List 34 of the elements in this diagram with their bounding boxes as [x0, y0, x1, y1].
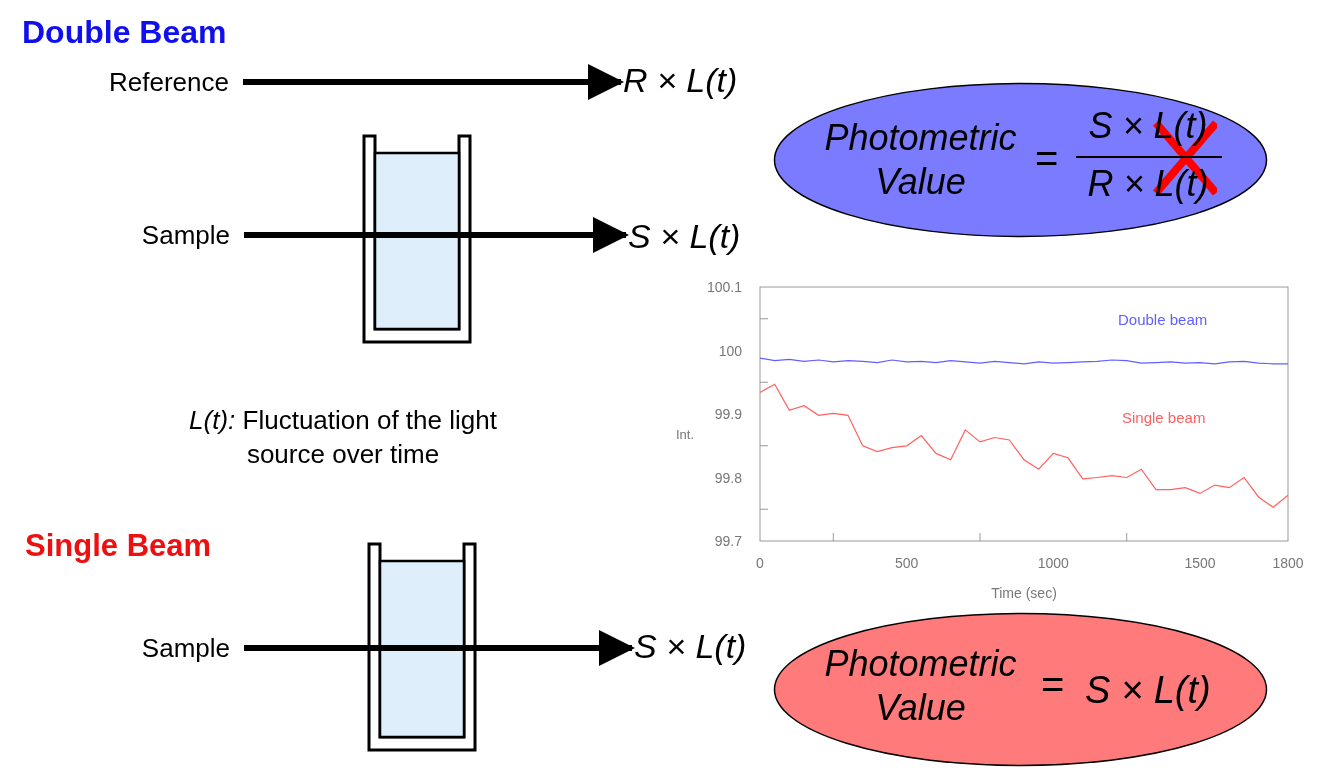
series-label: Single beam	[1122, 409, 1206, 426]
axis-title: Time (sec)	[991, 585, 1057, 601]
tick-label: 1500	[1184, 555, 1216, 571]
beam-label: Sample	[125, 217, 230, 253]
formula-text: S × L(t)	[628, 214, 760, 258]
axis-title: Int.	[676, 427, 695, 442]
series-label: Double beam	[1118, 311, 1208, 328]
formula-text: R × L(t)	[623, 58, 755, 102]
tick-label: 1000	[1037, 555, 1069, 571]
tick-label: 100	[718, 342, 742, 359]
tick-label: 1800	[1272, 555, 1304, 571]
tick-label: 99.8	[714, 469, 742, 486]
tick-label: 100.1	[706, 279, 742, 295]
beam-label: Reference	[95, 64, 229, 100]
section-heading: Single Beam	[25, 528, 212, 564]
numerator-text: S × L(t)	[1087, 104, 1209, 148]
beam-label: Sample	[125, 630, 230, 666]
tick-label: 500	[895, 555, 919, 571]
arrow	[244, 217, 629, 253]
formula-text: S × L(t)	[1085, 668, 1211, 713]
formula-text: S × L(t)	[634, 624, 766, 668]
section-heading: Double Beam	[22, 14, 227, 51]
tick-label: 99.7	[714, 533, 742, 549]
arrow	[244, 630, 635, 666]
formula-text: Photometric Value	[823, 116, 1018, 204]
ellipse-node	[773, 612, 1268, 767]
equals-sign: =	[1035, 135, 1059, 182]
equals-sign: =	[1041, 661, 1065, 708]
formula-text: Photometric Value	[823, 642, 1018, 730]
tick-label: 0	[756, 555, 764, 571]
note-text: L(t): Fluctuation of the light source over time	[188, 404, 498, 471]
tick-label: 99.9	[714, 406, 742, 422]
ellipse-node	[773, 82, 1268, 238]
arrow	[243, 64, 624, 100]
